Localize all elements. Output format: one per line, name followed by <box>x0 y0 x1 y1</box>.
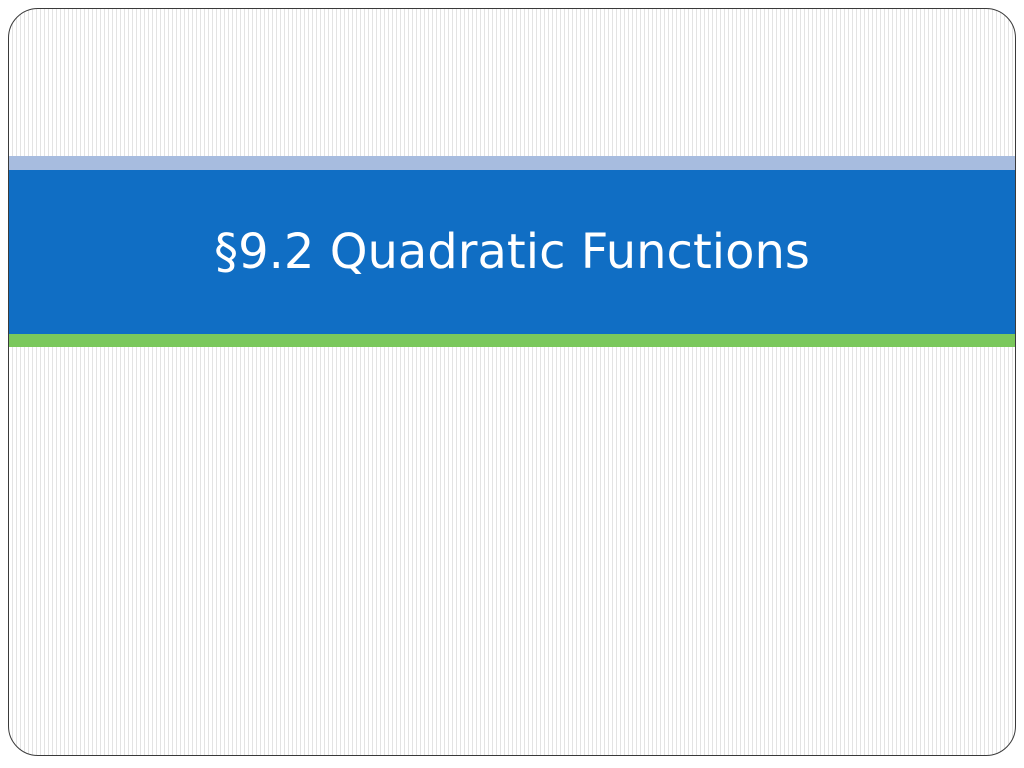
accent-stripe-bottom <box>9 334 1015 347</box>
slide-frame: §9.2 Quadratic Functions <box>8 8 1016 756</box>
title-band: §9.2 Quadratic Functions <box>9 170 1015 334</box>
accent-stripe-top <box>9 156 1015 170</box>
slide-title: §9.2 Quadratic Functions <box>214 224 810 280</box>
